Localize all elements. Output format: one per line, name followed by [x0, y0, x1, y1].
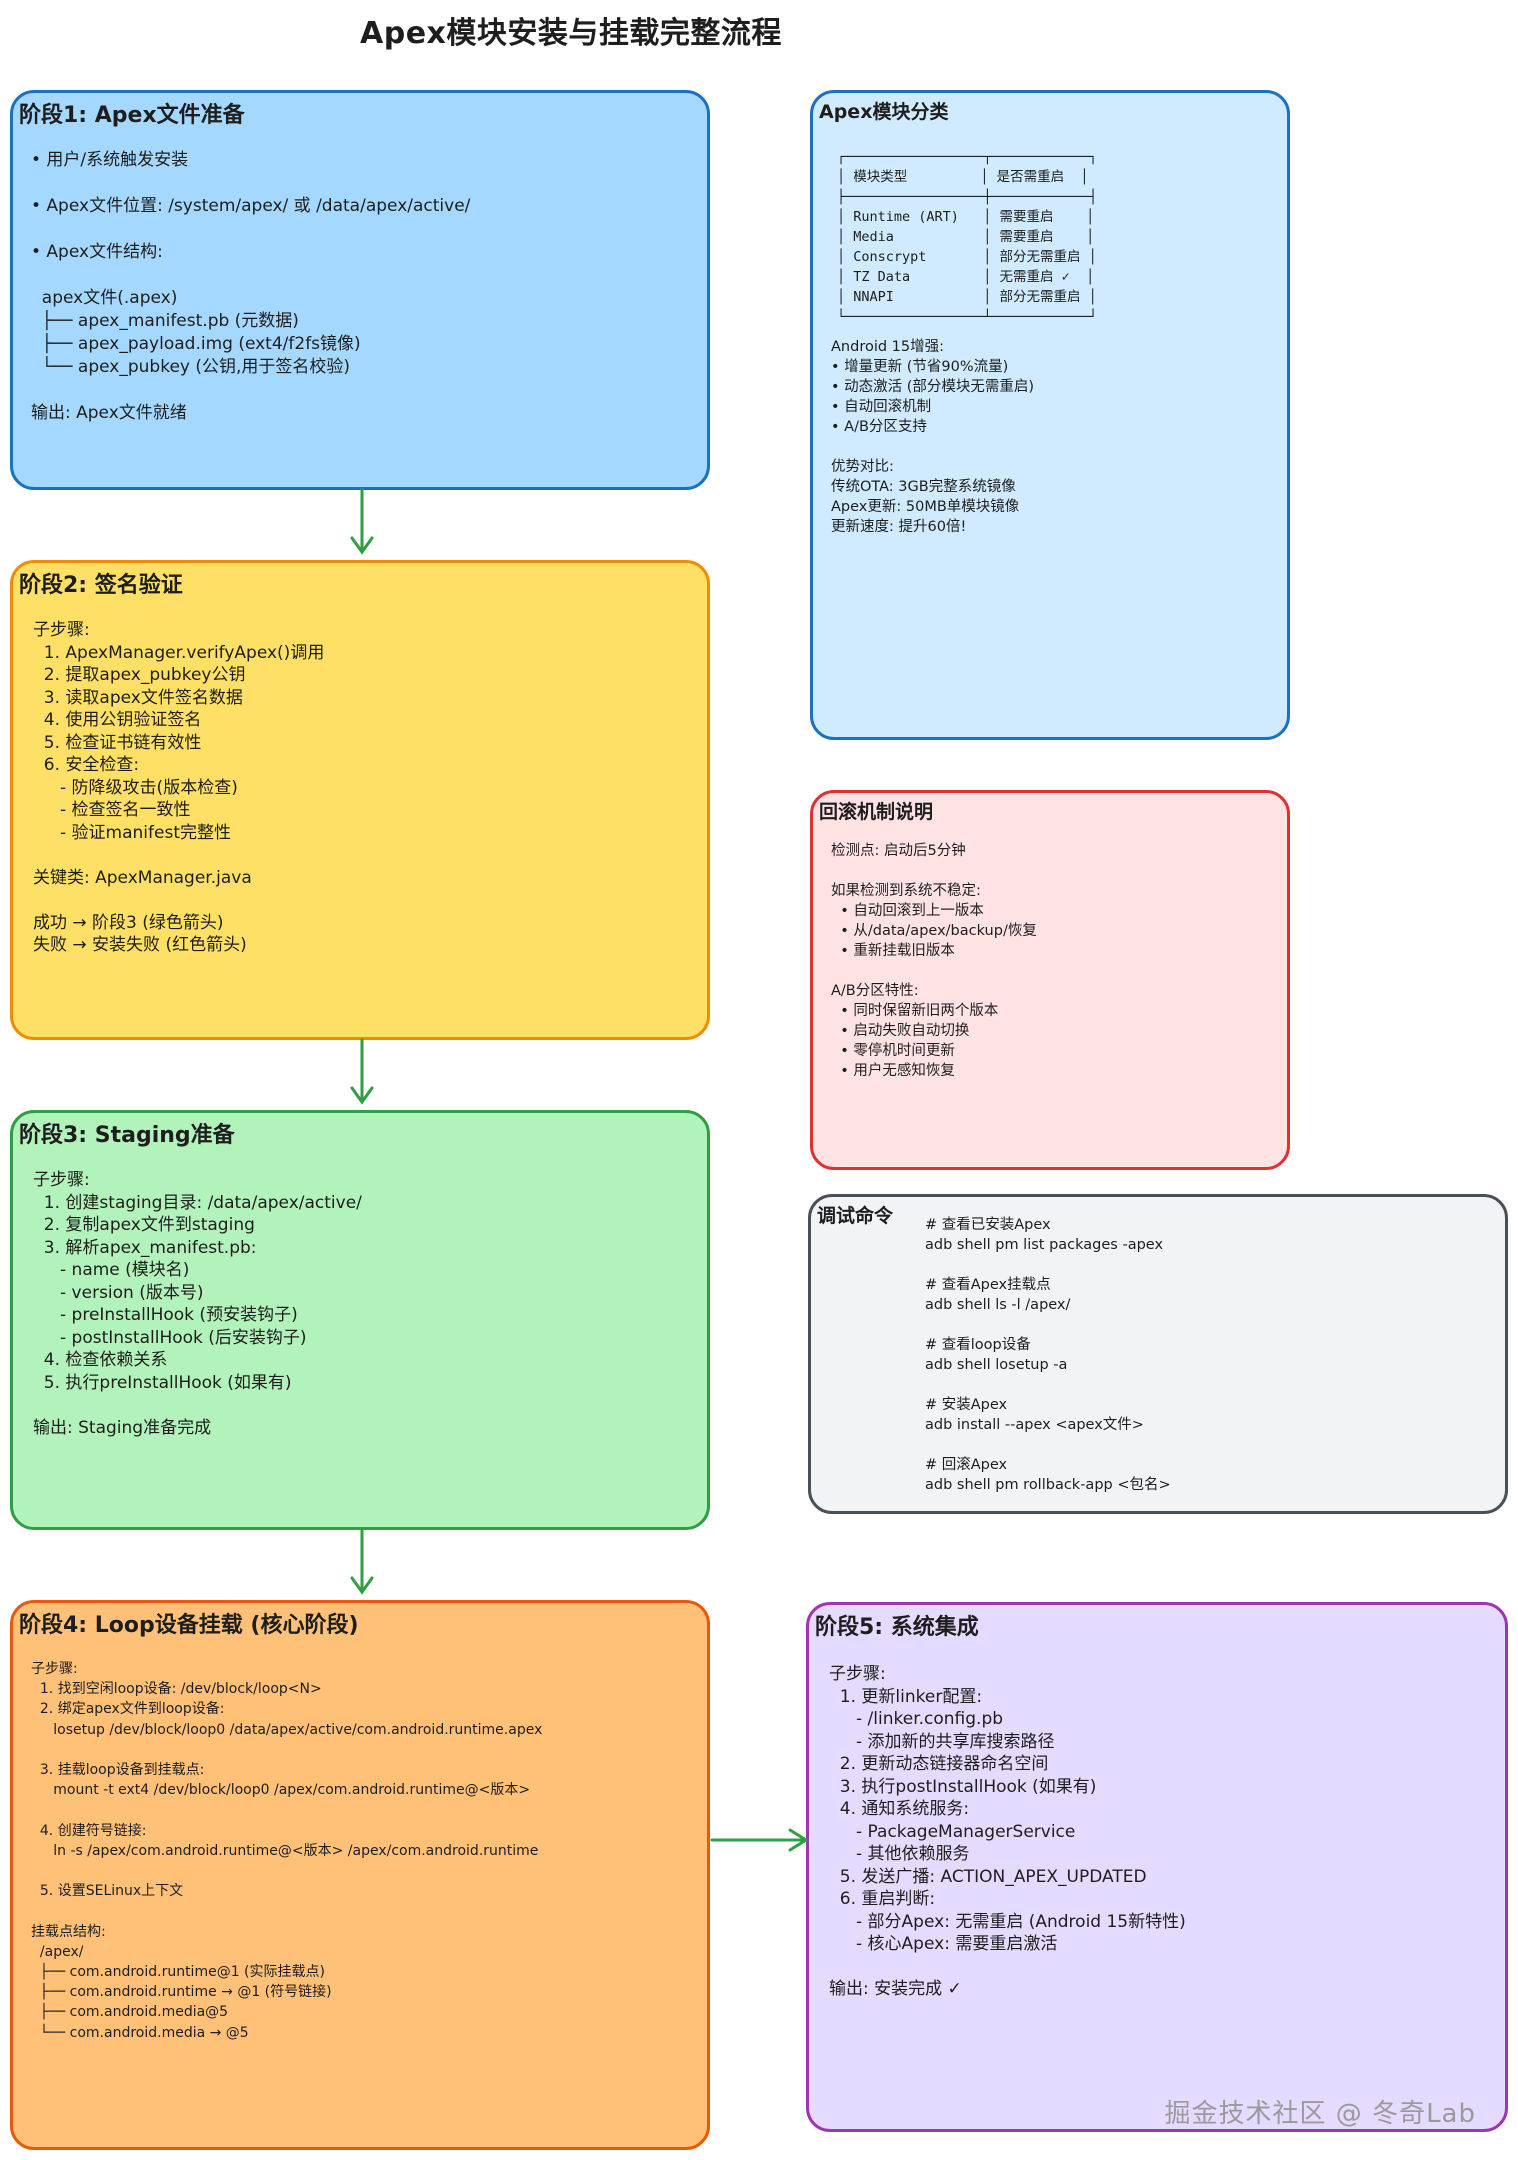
arrow-stage2-to-stage3: [350, 1038, 374, 1105]
stage4-title: 阶段4: Loop设备挂载 (核心阶段): [19, 1613, 359, 1638]
watermark: 掘金技术社区 @ 冬奇Lab: [1164, 2099, 1476, 2129]
stage4-box: 阶段4: Loop设备挂载 (核心阶段) 子步骤: 1. 找到空闲loop设备:…: [10, 1600, 710, 2150]
stage5-body: 子步骤: 1. 更新linker配置: - /linker.config.pb …: [829, 1664, 1186, 1999]
arrow-stage4-to-stage5: [710, 1828, 809, 1852]
stage1-box: 阶段1: Apex文件准备 • 用户/系统触发安装 • Apex文件位置: /s…: [10, 90, 710, 490]
stage4-body: 子步骤: 1. 找到空闲loop设备: /dev/block/loop<N> 2…: [31, 1661, 543, 2041]
stage2-box: 阶段2: 签名验证 子步骤: 1. ApexManager.verifyApex…: [10, 560, 710, 1040]
stage5-title: 阶段5: 系统集成: [815, 1615, 979, 1640]
stage1-title: 阶段1: Apex文件准备: [19, 103, 245, 128]
diagram-title: Apex模块安装与挂载完整流程: [360, 16, 782, 51]
stage2-title: 阶段2: 签名验证: [19, 573, 183, 598]
classification-box: Apex模块分类 ┌─────────────────┬────────────…: [810, 90, 1290, 740]
arrow-stage1-to-stage2: [350, 488, 374, 555]
stage1-body: • 用户/系统触发安装 • Apex文件位置: /system/apex/ 或 …: [31, 150, 471, 423]
arrow-stage3-to-stage4: [350, 1528, 374, 1595]
rollback-body: 检测点: 启动后5分钟 如果检测到系统不稳定: • 自动回滚到上一版本 • 从/…: [831, 843, 1037, 1079]
classification-table: ┌─────────────────┬────────────┐ │ 模块类型 …: [837, 149, 1098, 325]
rollback-box: 回滚机制说明 检测点: 启动后5分钟 如果检测到系统不稳定: • 自动回滚到上一…: [810, 790, 1290, 1170]
debug-box: 调试命令 # 查看已安装Apex adb shell pm list packa…: [808, 1194, 1508, 1514]
stage3-title: 阶段3: Staging准备: [19, 1123, 235, 1148]
classification-title: Apex模块分类: [819, 101, 949, 123]
stage2-body: 子步骤: 1. ApexManager.verifyApex()调用 2. 提取…: [33, 620, 325, 955]
rollback-title: 回滚机制说明: [819, 801, 934, 823]
debug-body: # 查看已安装Apex adb shell pm list packages -…: [925, 1217, 1171, 1493]
stage3-box: 阶段3: Staging准备 子步骤: 1. 创建staging目录: /dat…: [10, 1110, 710, 1530]
stage5-box: 阶段5: 系统集成 子步骤: 1. 更新linker配置: - /linker.…: [806, 1602, 1508, 2132]
stage3-body: 子步骤: 1. 创建staging目录: /data/apex/active/ …: [33, 1170, 362, 1438]
classification-body: Android 15增强: • 增量更新 (节省90%流量) • 动态激活 (部…: [831, 339, 1035, 535]
debug-title: 调试命令: [817, 1205, 894, 1227]
